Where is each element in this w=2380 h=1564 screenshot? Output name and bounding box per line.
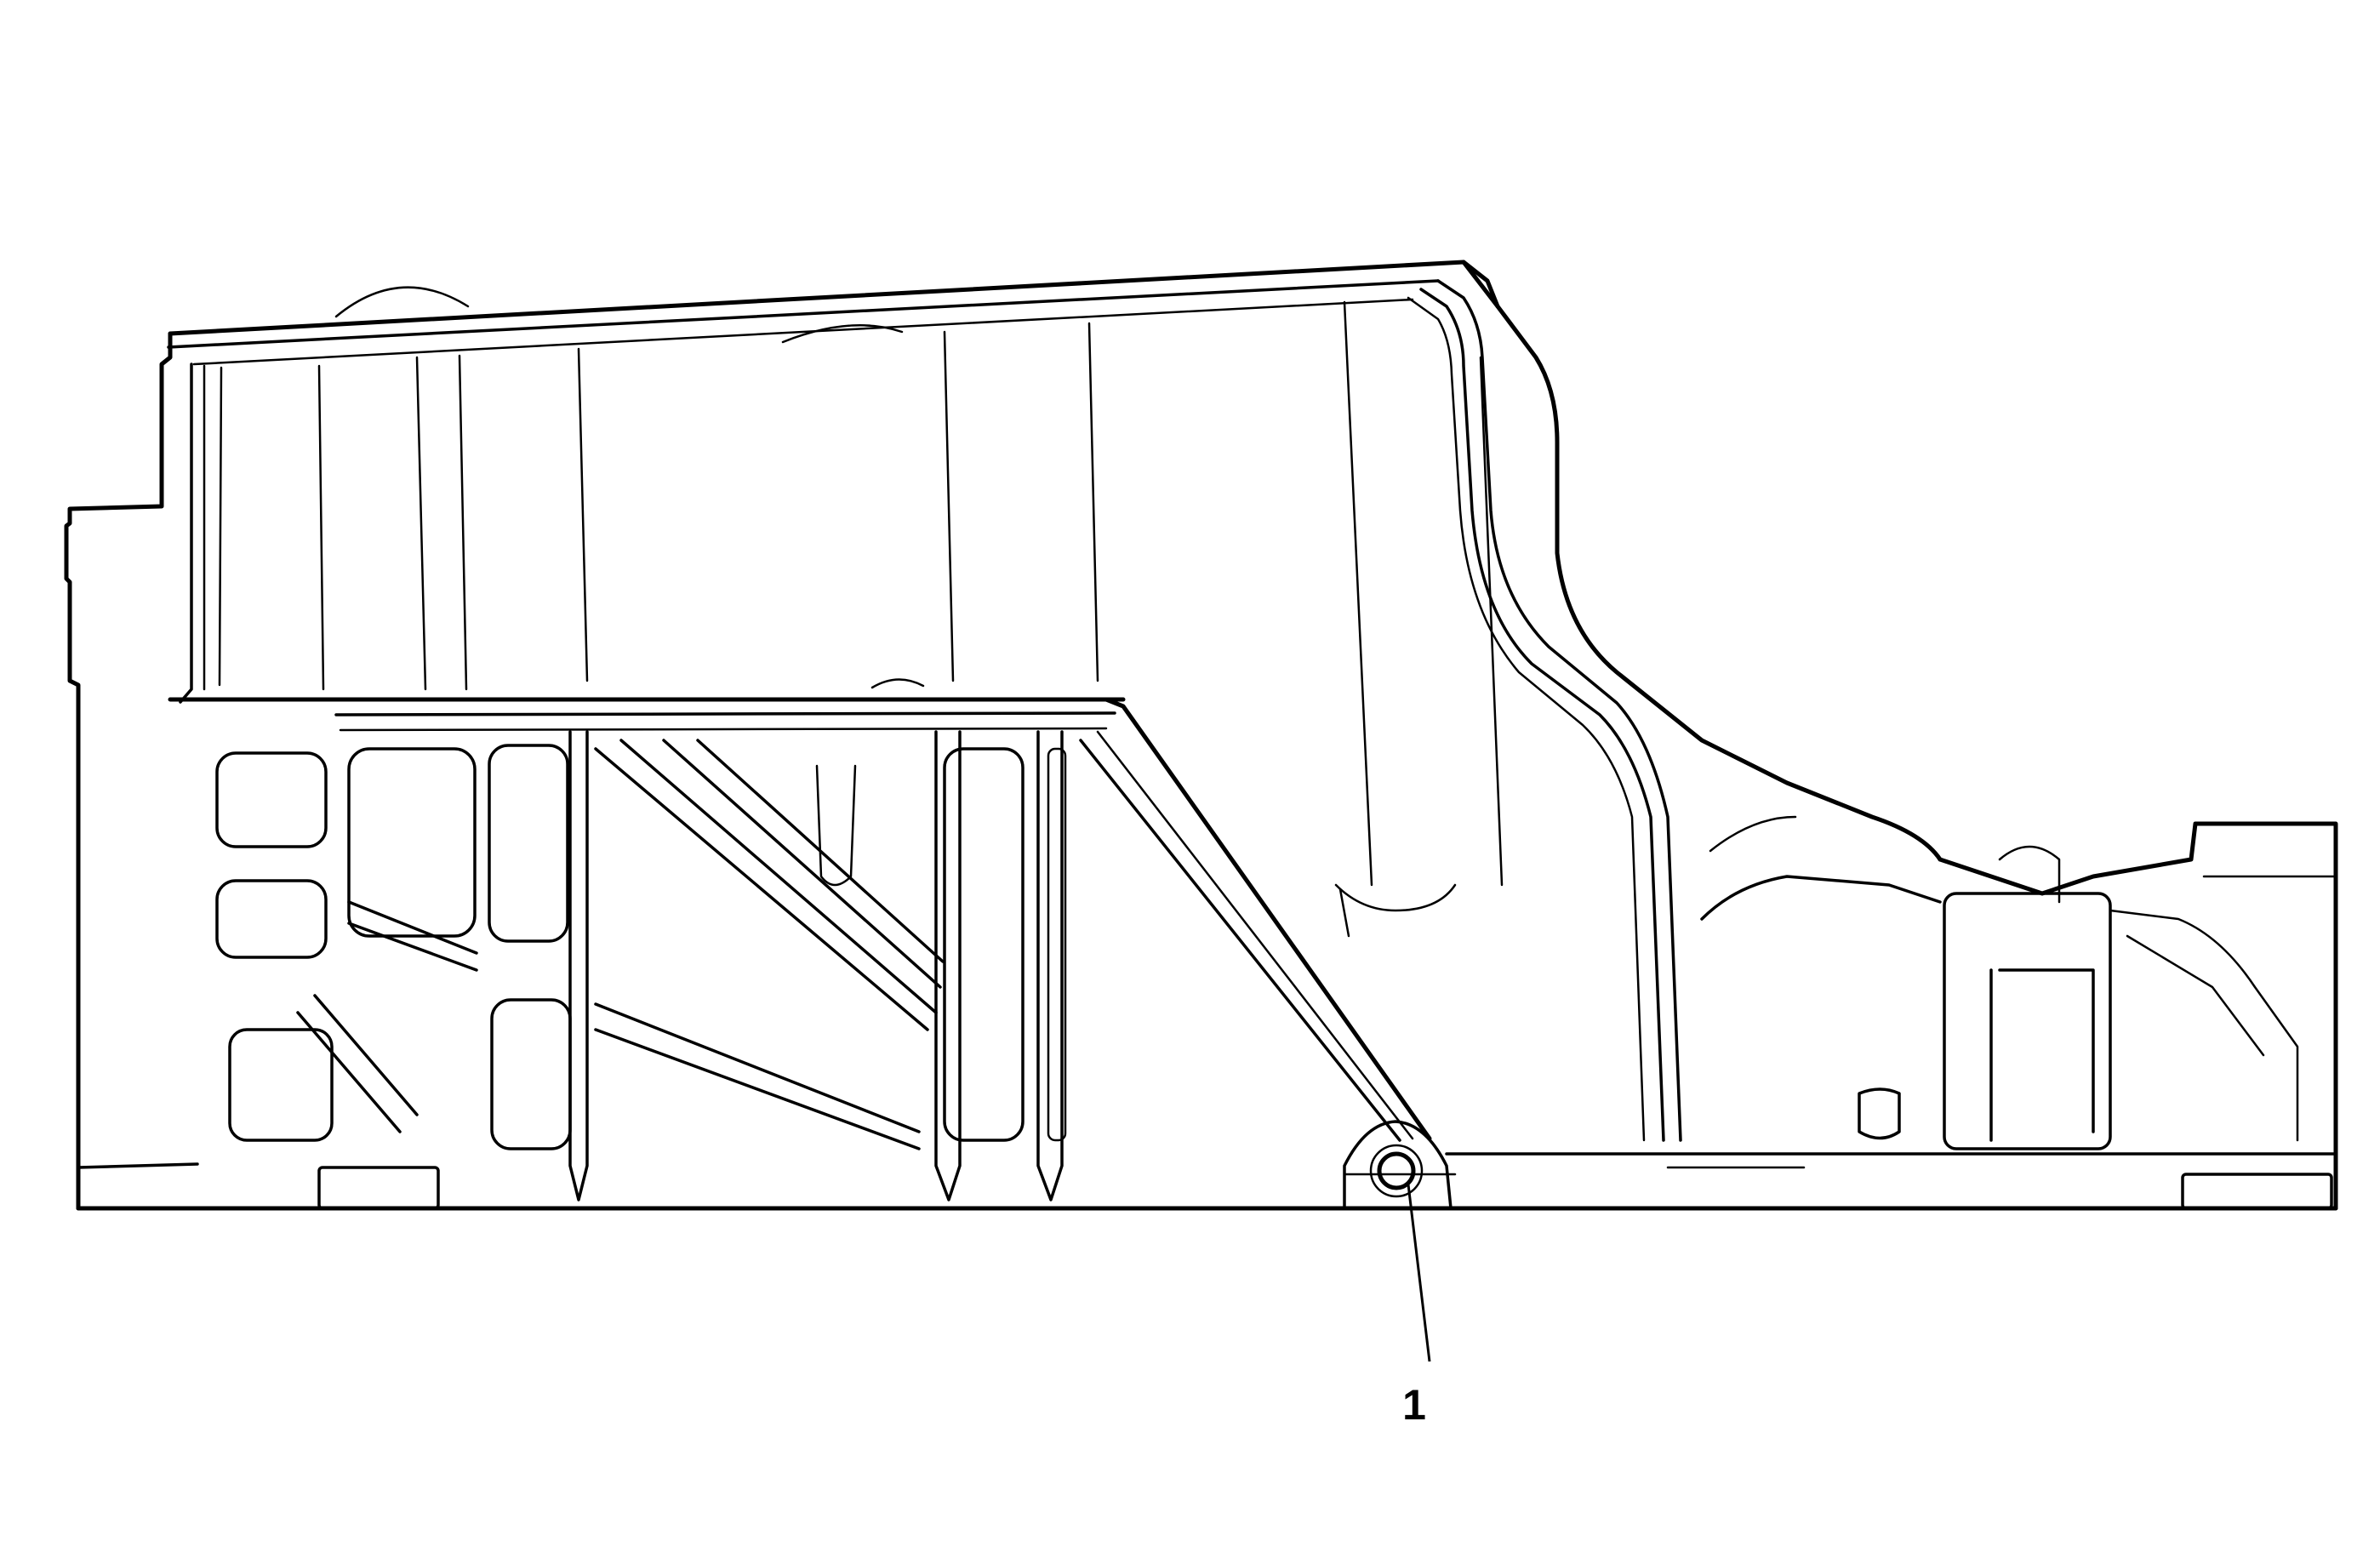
drain-plug-boss [1343,1120,1453,1210]
lower-rib-section [168,697,1432,1202]
callout-1-label: 1 [1402,1381,1426,1429]
callout-1-leader-line [1407,1184,1431,1362]
callout-1: 1 [1402,1184,1431,1429]
oil-pan-outline [64,260,2338,1211]
upper-wall-ribs [317,286,1504,912]
right-end-features [317,845,2337,1210]
